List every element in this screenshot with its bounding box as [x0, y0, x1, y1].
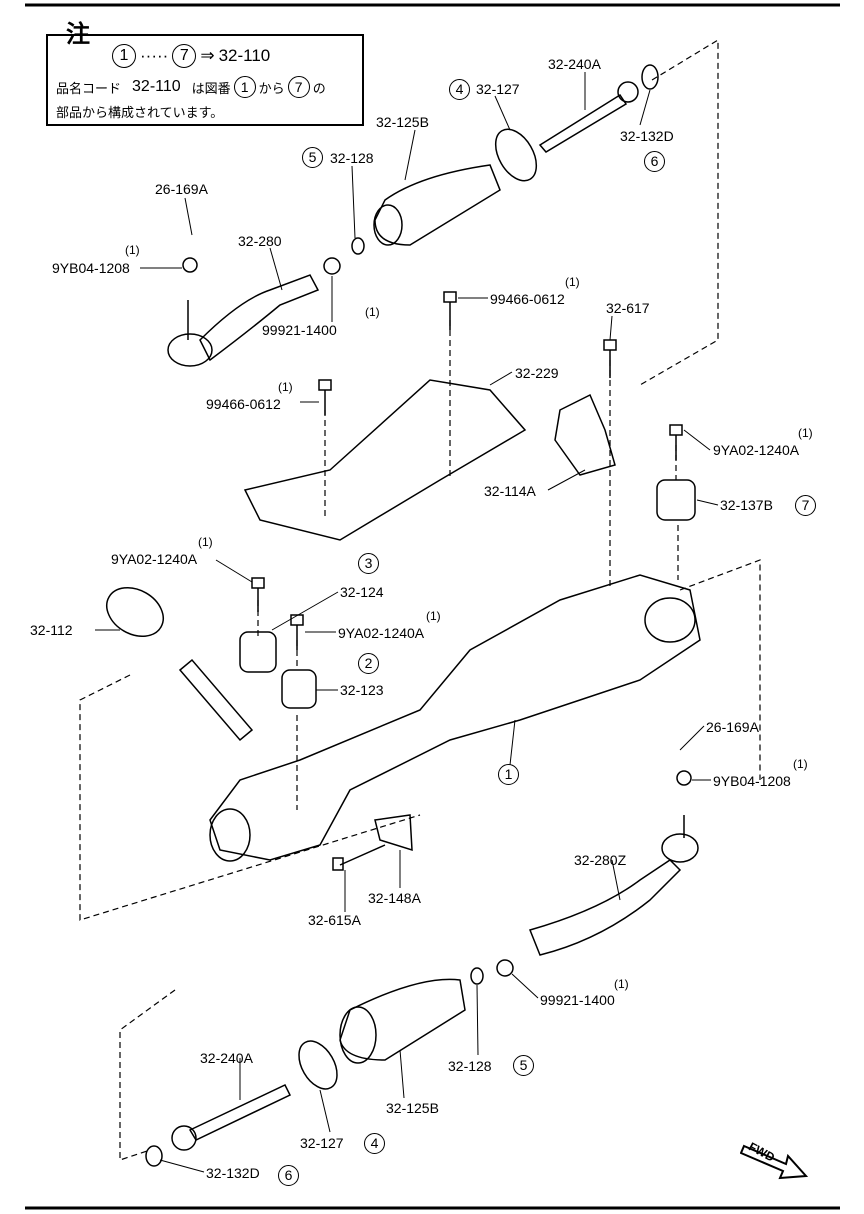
text: は図番	[191, 80, 231, 96]
part-label[interactable]: 32-114A	[484, 483, 536, 499]
fwd-arrow-icon	[740, 1144, 809, 1180]
part-label[interactable]: 32-229	[515, 365, 559, 381]
note-box: 1 ····· 7 ⇒ 32-110 品名コード 32-110 は図番 1 から…	[46, 34, 364, 126]
quantity: (1)	[365, 305, 380, 319]
part-label[interactable]: 32-132D	[206, 1165, 260, 1181]
part-label[interactable]: 32-125B	[376, 114, 429, 130]
circle-number: 1	[112, 44, 136, 68]
part-label[interactable]: 32-125B	[386, 1100, 439, 1116]
part-label[interactable]: 9YA02-1240A	[713, 442, 800, 458]
part-label[interactable]: 26-169A	[706, 719, 759, 735]
part-label[interactable]: 32-124	[340, 584, 384, 600]
dots: ·····	[140, 46, 169, 65]
ref-circle: 7	[795, 495, 816, 516]
ref-circle: 3	[358, 553, 379, 574]
part-label[interactable]: 99921-1400	[540, 992, 615, 1008]
ref-circle: 6	[644, 151, 665, 172]
part-label[interactable]: 32-123	[340, 682, 384, 698]
quantity: (1)	[565, 275, 580, 289]
circle-number: 7	[172, 44, 197, 68]
part-label[interactable]: 32-280	[238, 233, 282, 249]
ref-circle: 1	[498, 764, 519, 785]
part-label[interactable]: 32-112	[30, 622, 73, 638]
part-label[interactable]: 32-127	[300, 1135, 344, 1151]
part-label[interactable]: 9YA02-1240A	[338, 625, 425, 641]
ref-circle: 4	[364, 1133, 385, 1154]
arrow-icon: ⇒	[200, 46, 215, 65]
part-label[interactable]: 32-615A	[308, 912, 361, 928]
ref-circle: 4	[449, 79, 470, 100]
note-row1: 1 ····· 7 ⇒ 32-110	[112, 44, 270, 68]
quantity: (1)	[793, 757, 808, 771]
ref-circle: 2	[358, 653, 379, 674]
part-label[interactable]: 32-148A	[368, 890, 421, 906]
ref-circle: 5	[513, 1055, 534, 1076]
part-label[interactable]: 32-240A	[200, 1050, 253, 1066]
note-row2: 品名コード 32-110 は図番 1 から 7 の	[56, 76, 326, 98]
ref-circle: 6	[278, 1165, 299, 1186]
quantity: (1)	[614, 977, 629, 991]
part-label[interactable]: 9YB04-1208	[713, 773, 791, 789]
quantity: (1)	[278, 380, 293, 394]
circle-number: 1	[233, 76, 256, 98]
boot-upper	[373, 164, 501, 246]
quantity: (1)	[426, 609, 441, 623]
text: 32-110	[132, 78, 181, 95]
note-row3: 部品から構成されています。	[56, 105, 224, 120]
part-label[interactable]: 99921-1400	[262, 322, 337, 338]
assembly-code: 32-110	[218, 46, 271, 65]
part-label[interactable]: 99466-0612	[206, 396, 281, 412]
part-label[interactable]: 32-617	[606, 300, 650, 316]
text: から	[258, 80, 285, 96]
part-label[interactable]: 32-137B	[720, 497, 773, 513]
circle-number: 7	[287, 76, 310, 98]
part-label[interactable]: 26-169A	[155, 181, 208, 197]
part-label[interactable]: 32-127	[476, 81, 520, 97]
quantity: (1)	[198, 535, 213, 549]
quantity: (1)	[798, 426, 813, 440]
ref-circle: 5	[302, 147, 323, 168]
part-label[interactable]: 32-128	[330, 150, 374, 166]
part-label[interactable]: 32-132D	[620, 128, 674, 144]
part-label[interactable]: 32-128	[448, 1058, 492, 1074]
part-label[interactable]: 9YB04-1208	[52, 260, 130, 276]
part-label[interactable]: 9YA02-1240A	[111, 551, 198, 567]
part-label[interactable]: 32-240A	[548, 56, 601, 72]
quantity: (1)	[125, 243, 140, 257]
part-label[interactable]: 32-280Z	[574, 852, 627, 868]
part-label[interactable]: 99466-0612	[490, 291, 565, 307]
text: 品名コード	[56, 80, 122, 96]
text: の	[312, 80, 326, 96]
